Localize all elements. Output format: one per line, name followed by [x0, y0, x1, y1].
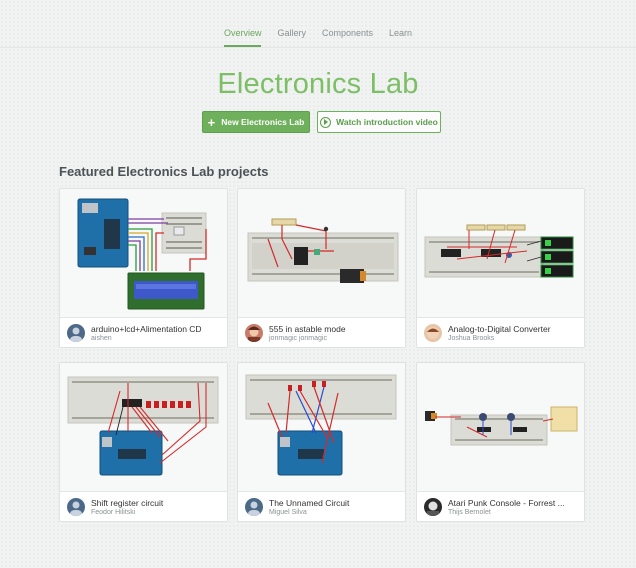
tab-overview[interactable]: Overview [223, 0, 262, 47]
avatar [67, 498, 85, 516]
project-card-adc[interactable]: Analog-to-Digital Converter Joshua Brook… [416, 188, 585, 348]
project-card-arduino-lcd[interactable]: arduino+lcd+Alimentation CD aishen [59, 188, 228, 348]
avatar [424, 324, 442, 342]
project-card-footer: Analog-to-Digital Converter Joshua Brook… [417, 317, 584, 347]
project-author: Feodor Hilitski [91, 509, 136, 516]
avatar [245, 498, 263, 516]
plus-icon: + [207, 114, 216, 130]
project-author: Miguel Silva [269, 509, 307, 516]
project-thumbnail [60, 189, 227, 317]
project-card-555-astable[interactable]: 555 in astable mode jonmagic jonmagic [237, 188, 406, 348]
watch-video-label: Watch introduction video [336, 117, 438, 127]
project-title[interactable]: arduino+lcd+Alimentation CD [91, 324, 202, 334]
project-title[interactable]: Analog-to-Digital Converter [448, 324, 551, 334]
tab-learn[interactable]: Learn [389, 28, 413, 38]
top-nav: Overview Gallery Components Learn [0, 0, 636, 48]
project-thumbnail [417, 363, 584, 491]
new-electronics-lab-label: New Electronics Lab [221, 117, 305, 127]
project-author: Thijs Bernolet [448, 509, 491, 516]
project-card-unnamed-circuit[interactable]: The Unnamed Circuit Miguel Silva [237, 362, 406, 522]
project-card-footer: Atari Punk Console - Forrest ... Thijs B… [417, 491, 584, 521]
featured-heading: Featured Electronics Lab projects [59, 164, 269, 179]
page-title: Electronics Lab [217, 68, 419, 100]
avatar [424, 498, 442, 516]
project-title[interactable]: Shift register circuit [91, 498, 164, 508]
project-title[interactable]: The Unnamed Circuit [269, 498, 350, 508]
project-author: jonmagic jonmagic [269, 335, 327, 342]
project-card-shift-register[interactable]: Shift register circuit Feodor Hilitski [59, 362, 228, 522]
tab-gallery[interactable]: Gallery [277, 28, 306, 38]
project-thumbnail [60, 363, 227, 491]
project-author: Joshua Brooks [448, 335, 495, 342]
watch-video-button[interactable]: Watch introduction video [317, 111, 441, 133]
project-card-atari-punk[interactable]: Atari Punk Console - Forrest ... Thijs B… [416, 362, 585, 522]
tab-components[interactable]: Components [321, 28, 374, 38]
project-thumbnail [238, 189, 405, 317]
avatar [67, 324, 85, 342]
project-thumbnail [417, 189, 584, 317]
project-title[interactable]: 555 in astable mode [269, 324, 346, 334]
project-card-footer: The Unnamed Circuit Miguel Silva [238, 491, 405, 521]
new-electronics-lab-button[interactable]: + New Electronics Lab [202, 111, 310, 133]
project-card-footer: 555 in astable mode jonmagic jonmagic [238, 317, 405, 347]
project-author: aishen [91, 335, 112, 342]
project-card-footer: Shift register circuit Feodor Hilitski [60, 491, 227, 521]
project-title[interactable]: Atari Punk Console - Forrest ... [448, 498, 565, 508]
play-circle-icon [320, 116, 332, 128]
avatar [245, 324, 263, 342]
project-thumbnail [238, 363, 405, 491]
project-card-footer: arduino+lcd+Alimentation CD aishen [60, 317, 227, 347]
